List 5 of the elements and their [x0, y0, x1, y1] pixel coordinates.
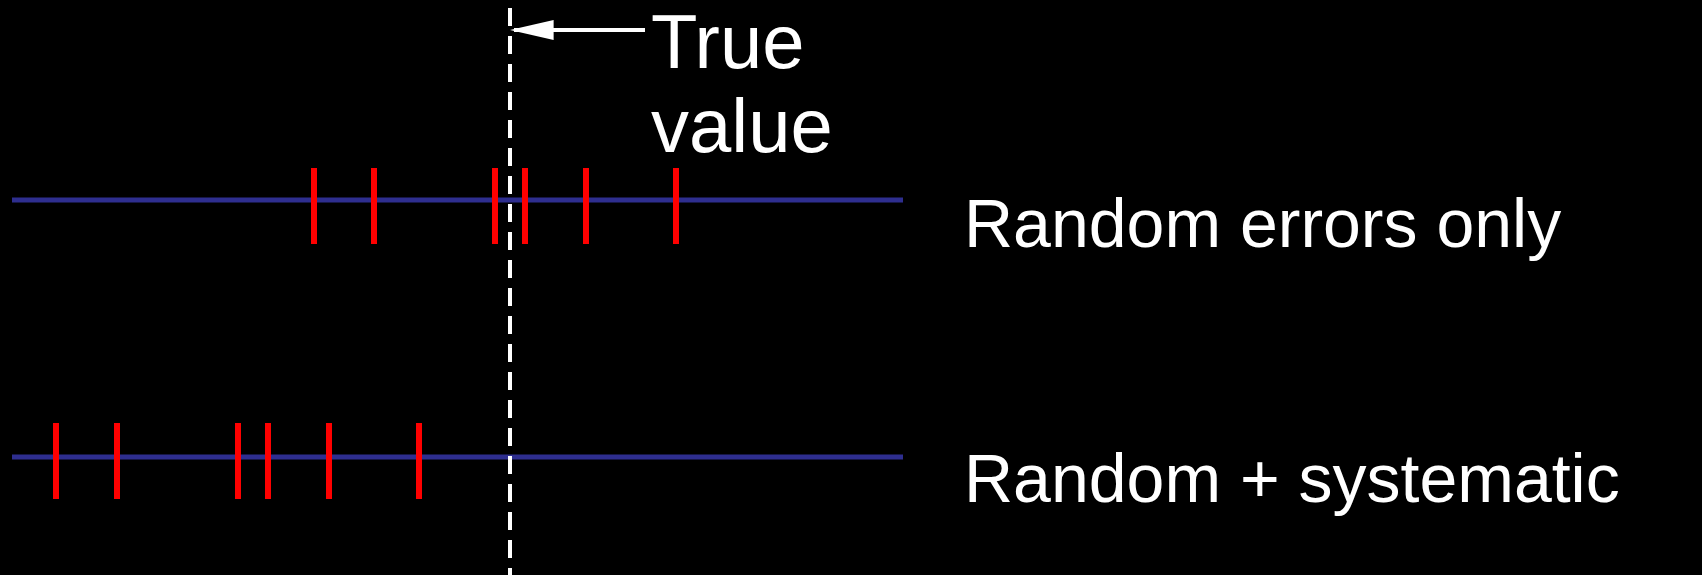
- row-label: Random errors only: [964, 186, 1562, 261]
- row-label: Random + systematic: [964, 441, 1620, 516]
- arrow: [512, 20, 645, 40]
- dashed-reference-line: [508, 8, 512, 575]
- annotation-text: True value: [651, 0, 831, 168]
